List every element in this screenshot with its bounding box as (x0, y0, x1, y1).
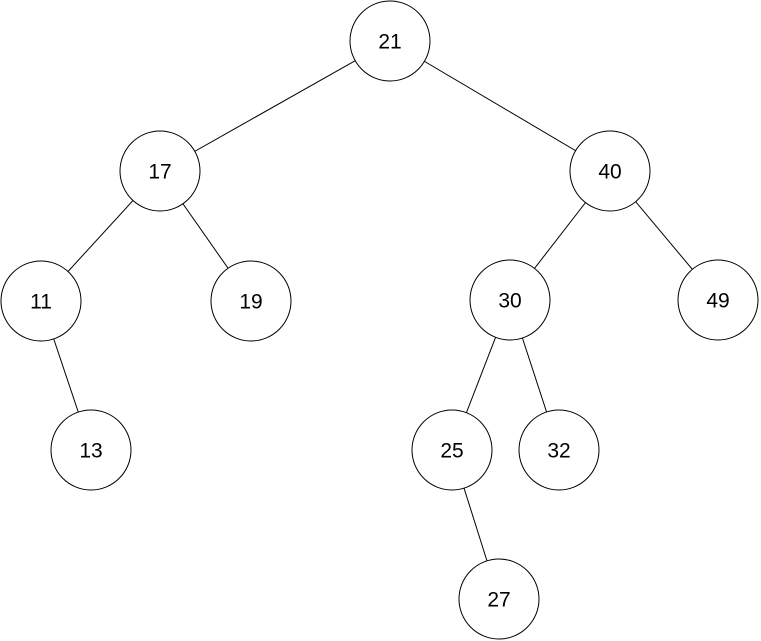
tree-node-21: 21 (349, 0, 431, 82)
tree-node-25: 25 (411, 409, 493, 491)
tree-node-27: 27 (458, 558, 540, 640)
tree-node-label: 40 (598, 160, 621, 183)
tree-node-circle (569, 130, 651, 212)
tree-node-circle (518, 409, 600, 491)
tree-node-17: 17 (119, 130, 201, 212)
tree-node-label: 19 (239, 290, 262, 313)
tree-node-13: 13 (50, 409, 132, 491)
tree-node-11: 11 (0, 260, 82, 342)
tree-edges-layer (40, 40, 719, 600)
tree-node-19: 19 (210, 260, 292, 342)
tree-node-label: 13 (79, 439, 102, 462)
tree-node-circle (411, 409, 493, 491)
tree-node-circle (469, 259, 551, 341)
tree-node-label: 32 (547, 439, 570, 462)
tree-node-label: 21 (378, 30, 401, 53)
tree-node-30: 30 (469, 259, 551, 341)
tree-node-circle (677, 259, 759, 341)
tree-node-label: 27 (487, 588, 510, 611)
tree-node-circle (50, 409, 132, 491)
tree-node-label: 25 (440, 439, 463, 462)
tree-node-label: 11 (30, 290, 52, 313)
tree-node-circle (458, 558, 540, 640)
tree-node-label: 30 (498, 289, 521, 312)
tree-edge-21-40 (389, 40, 611, 172)
tree-node-32: 32 (518, 409, 600, 491)
tree-edge-21-17 (159, 40, 391, 172)
tree-node-circle (349, 0, 431, 82)
tree-node-circle (210, 260, 292, 342)
tree-node-40: 40 (569, 130, 651, 212)
tree-node-circle (119, 130, 201, 212)
tree-node-label: 49 (706, 289, 729, 312)
tree-node-circle (0, 260, 82, 342)
tree-node-49: 49 (677, 259, 759, 341)
tree-node-label: 17 (148, 160, 171, 183)
